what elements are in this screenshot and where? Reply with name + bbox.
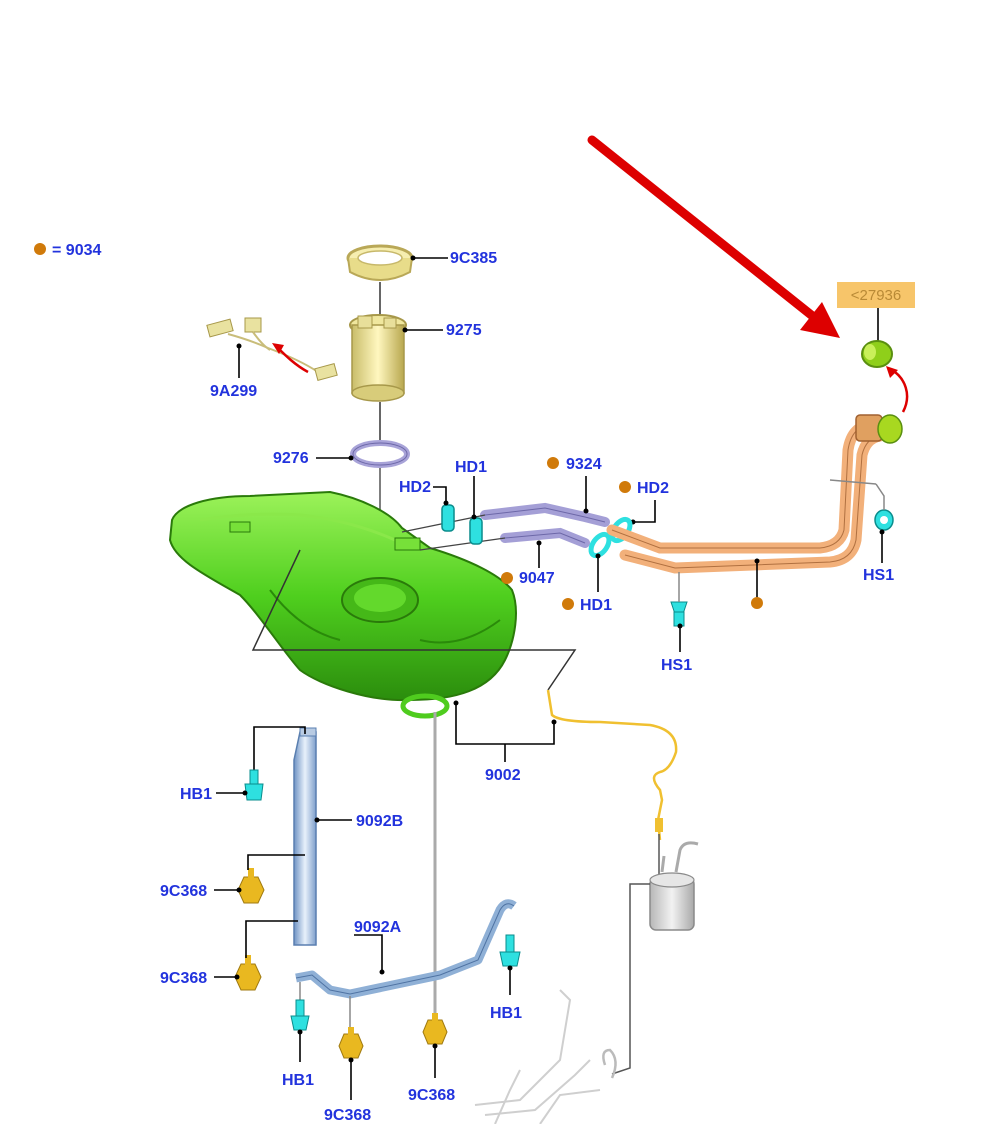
legend-dot-icon [34,243,46,255]
label-9047: 9047 [519,570,555,587]
label-9c368-bottom-right: 9C368 [408,1087,455,1104]
lock-ring-icon [346,244,414,281]
label-hs1-lower: HS1 [661,657,692,674]
label-9275: 9275 [446,322,482,339]
legend-dot-icon [619,481,631,493]
fill-hose-icon [500,527,590,548]
label-9092a: 9092A [354,919,402,936]
red-pointer-arrow [587,135,840,338]
vent-hose-icon [480,502,610,527]
wiring-harness-icon [206,317,338,381]
label-9276: 9276 [273,450,309,467]
legend-dot-icon [547,457,559,469]
label-9c368-bottom-left: 9C368 [324,1107,371,1124]
label-hd1-left: HD1 [455,459,487,476]
label-9092b: 9092B [356,813,403,830]
legend-dot-icon [751,597,763,609]
vapor-line-icon [546,689,678,841]
hose-support-clip-icon [670,509,894,627]
legend: = 9034 [34,242,101,259]
label-hs1-right: HS1 [863,567,894,584]
label-9c368-upper: 9C368 [160,883,207,900]
hanger-bolt-icon [244,769,264,801]
tank-strap-a-icon [295,899,517,999]
label-9a299: 9A299 [210,383,257,400]
label-hd2-right: HD2 [637,480,669,497]
label-hb1-right: HB1 [490,1005,522,1022]
label-9002: 9002 [485,767,521,784]
filler-pipe-icon [606,414,903,574]
label-hb1-bottom: HB1 [282,1072,314,1089]
filler-cap-icon [861,340,893,368]
label-hb1-left: HB1 [180,786,212,803]
hanger-bolt-icon [499,934,521,967]
label-hd2-left: HD2 [399,479,431,496]
hose-clamp-icon [441,504,483,545]
callout-text: <27936 [851,287,901,304]
clip-nut-icon [234,868,265,991]
hanger-bolt-icon [290,999,310,1031]
red-curved-arrow-icon [891,368,909,413]
legend-text: = 9034 [52,242,101,259]
label-hd1-right: HD1 [580,597,612,614]
red-curved-arrow-icon [277,347,309,374]
carbon-canister-icon [649,841,699,931]
fuel-tank-icon [168,490,517,719]
clip-nut-icon [338,1013,448,1059]
callout-27936: <27936 [837,282,915,343]
label-9324: 9324 [566,456,602,473]
label-9c385: 9C385 [450,250,497,267]
tank-strap-b-icon [293,727,317,946]
legend-dot-icon [562,598,574,610]
legend-dot-icon [501,572,513,584]
fuel-pump-icon [349,314,407,402]
seal-ring-icon [350,440,410,468]
label-9c368-middle: 9C368 [160,970,207,987]
